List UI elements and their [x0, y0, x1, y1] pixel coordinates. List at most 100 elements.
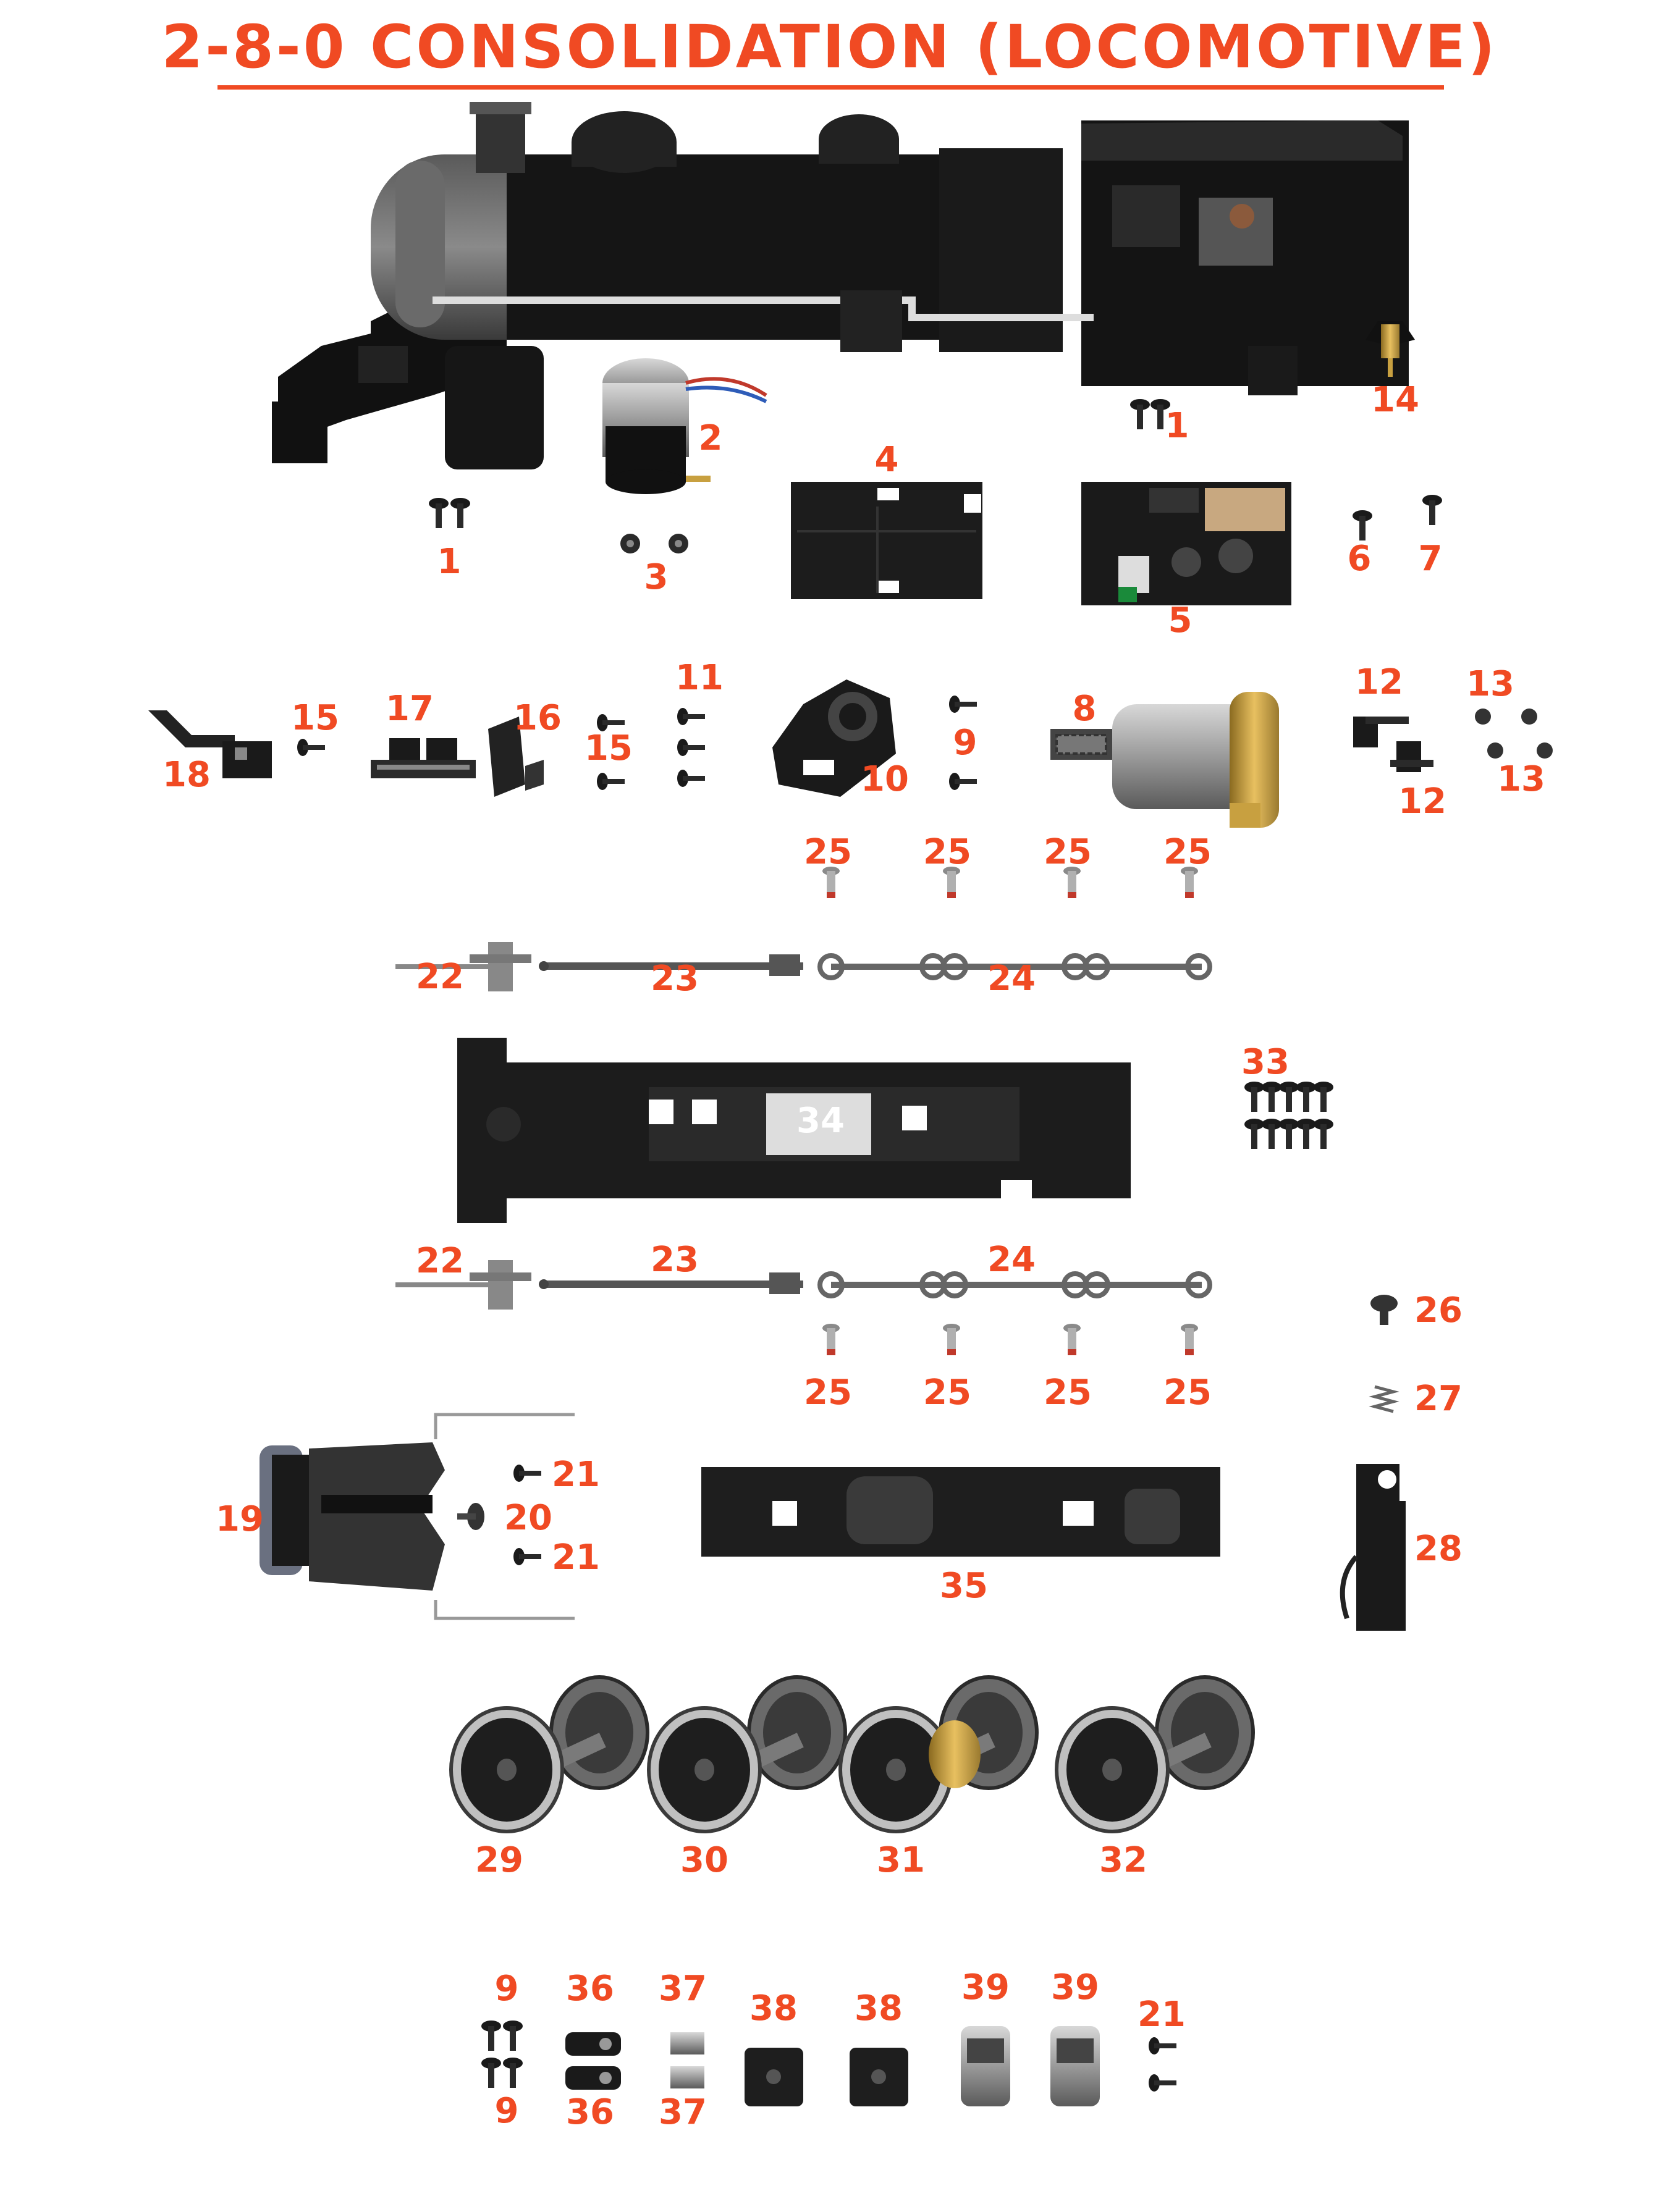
callout-8: 8 [1072, 689, 1097, 729]
callout-14: 14 [1371, 380, 1419, 420]
callout-33: 33 [1241, 1042, 1290, 1082]
part-3-fasteners [620, 534, 688, 553]
callout-21: 21 [552, 1455, 600, 1495]
callout-25: 25 [1044, 1373, 1092, 1413]
part-28-connector-harness [1340, 1464, 1406, 1631]
part-31-geared-wheelset [840, 1677, 1037, 1831]
callout-37: 37 [659, 2092, 707, 2132]
callout-26: 26 [1414, 1290, 1463, 1331]
part-1-screw [1130, 399, 1150, 429]
callout-6: 6 [1347, 539, 1372, 579]
callout-7: 7 [1418, 539, 1443, 579]
callout-11: 11 [675, 658, 724, 698]
callout-16: 16 [513, 698, 562, 738]
callout-37: 37 [659, 1969, 707, 2009]
callout-9: 9 [953, 723, 977, 763]
callout-20: 20 [504, 1498, 552, 1538]
callout-32: 32 [1099, 1840, 1147, 1880]
callout-25: 25 [804, 832, 852, 872]
callout-4: 4 [874, 440, 899, 480]
callout-13: 13 [1497, 759, 1545, 799]
part-22-crosshead [395, 942, 531, 991]
callout-3: 3 [644, 557, 669, 597]
callout-1: 1 [1165, 406, 1189, 446]
callout-9: 9 [494, 2091, 519, 2131]
part-6-screw [1353, 510, 1372, 540]
part-9-screw [949, 773, 977, 790]
part-21-screw [1149, 2074, 1176, 2092]
callout-19: 19 [216, 1499, 264, 1539]
part-11-screw [677, 739, 705, 756]
part-1-screw [429, 498, 449, 528]
callout-25: 25 [923, 1373, 971, 1413]
callout-22: 22 [416, 1241, 464, 1281]
callout-1: 1 [437, 542, 462, 582]
callout-21: 21 [552, 1537, 600, 1578]
part-9-screw [503, 2021, 523, 2051]
callout-25: 25 [923, 832, 971, 872]
part-4-weight [791, 482, 982, 599]
callout-25: 25 [1044, 832, 1092, 872]
part-24-side-rod [817, 953, 1212, 980]
callout-2: 2 [698, 418, 723, 458]
part-21-screw [513, 1548, 541, 1565]
part-24-side-rod [817, 1271, 1212, 1298]
part-34-chassis-frame [457, 1038, 1131, 1223]
part-21-screw [513, 1465, 541, 1482]
part-26-screw [1370, 1295, 1398, 1325]
callout-17: 17 [386, 689, 434, 729]
callout-13: 13 [1466, 664, 1514, 704]
callout-18: 18 [163, 755, 211, 795]
part-19-pilot-truck [260, 1413, 575, 1620]
part-10-motor-mount [772, 679, 896, 797]
part-30-wheelset [649, 1677, 845, 1831]
callout-22: 22 [416, 957, 464, 997]
part-2-drawbar-motor [602, 358, 767, 494]
title-underline [217, 85, 1444, 90]
callout-12: 12 [1398, 781, 1446, 822]
callout-28: 28 [1414, 1529, 1463, 1569]
callout-27: 27 [1414, 1379, 1463, 1419]
callout-15: 15 [291, 698, 339, 738]
callout-38: 38 [749, 1988, 798, 2029]
part-27-spring [1369, 1385, 1399, 1413]
part-37-bushing [670, 2032, 704, 2088]
part-25-pin [943, 1324, 960, 1355]
diagram-title: 2-8-0 CONSOLIDATION (LOCOMOTIVE) [161, 12, 1498, 82]
part-32-wheelset [1057, 1677, 1253, 1831]
callout-36: 36 [566, 2092, 614, 2132]
part-9-screw [949, 696, 977, 713]
part-20-screw [457, 1503, 484, 1530]
part-18-coupler [148, 710, 272, 778]
part-15-screw [597, 773, 625, 790]
part-15-screw [297, 739, 325, 756]
part-9-screw [481, 2021, 501, 2051]
callout-24: 24 [987, 959, 1036, 999]
callout-23: 23 [651, 1240, 699, 1280]
callout-5: 5 [1168, 600, 1193, 641]
part-12-switch [1353, 717, 1433, 772]
part-29-wheelset [451, 1677, 648, 1831]
callout-25: 25 [1163, 832, 1212, 872]
part-21-screw [1149, 2037, 1176, 2054]
callout-24: 24 [987, 1240, 1036, 1280]
part-25-pin [822, 1324, 840, 1355]
part-5-circuit-board [1081, 482, 1291, 605]
callout-23: 23 [651, 959, 699, 999]
part-23-main-rod [539, 954, 803, 976]
part-25-pin [1181, 1324, 1198, 1355]
part-23-main-rod [539, 1272, 803, 1294]
part-9-screw [503, 2058, 523, 2088]
callout-36: 36 [566, 1969, 614, 2009]
part-38-block [745, 2048, 908, 2106]
callout-31: 31 [877, 1840, 925, 1880]
part-33-screws [1244, 1082, 1333, 1149]
part-11-screw [677, 770, 705, 787]
part-7-screw [1422, 495, 1442, 525]
callout-25: 25 [804, 1373, 852, 1413]
callout-39: 39 [1051, 1967, 1099, 2008]
part-14-headlight [1366, 321, 1415, 377]
callout-25: 25 [1163, 1373, 1212, 1413]
part-39-clip [961, 2026, 1100, 2106]
